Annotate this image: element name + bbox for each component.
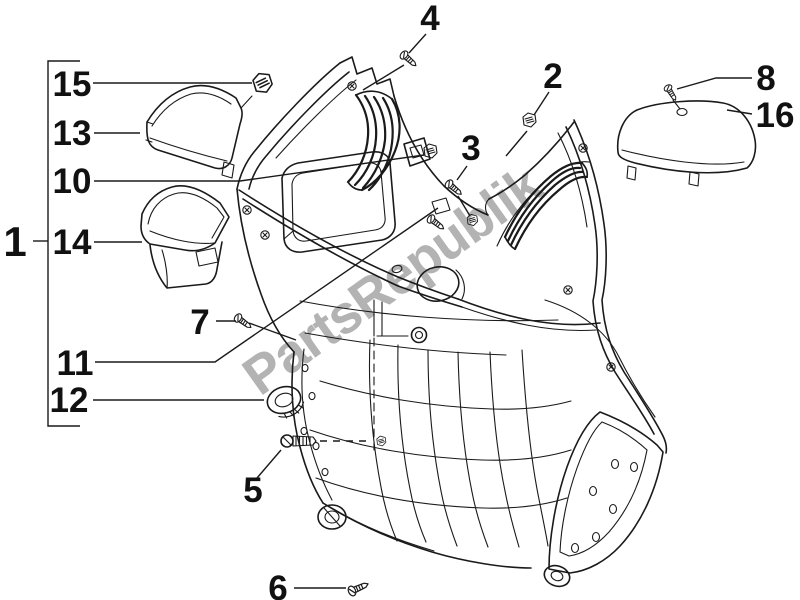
part-14-container — [140, 185, 230, 289]
right-air-grille — [496, 161, 590, 251]
part-12-lock — [266, 385, 305, 419]
left-air-grille — [346, 90, 401, 192]
callout-14: 14 — [53, 223, 92, 262]
right-skirt-panel — [543, 411, 664, 588]
screw-7-icon — [232, 311, 255, 332]
clip-10-icon — [423, 143, 438, 159]
body-screw-boss — [410, 326, 428, 344]
callout-3: 3 — [461, 129, 480, 168]
part-16-cover — [616, 99, 757, 187]
part-13-lid — [145, 84, 243, 179]
callout-11: 11 — [57, 344, 94, 383]
callout-5: 5 — [243, 471, 262, 510]
callout-7: 7 — [190, 303, 209, 342]
clip-2-icon — [522, 112, 537, 128]
leader-lines — [33, 33, 753, 589]
glovebox-aperture — [281, 151, 396, 253]
callout-12: 12 — [50, 381, 89, 420]
callout-13: 13 — [53, 114, 92, 153]
callout-15: 15 — [53, 65, 92, 104]
main-body-drawing — [236, 56, 668, 588]
callout-8: 8 — [756, 59, 775, 98]
callout-2: 2 — [543, 57, 562, 96]
callout-16: 16 — [756, 96, 795, 135]
body-bolt-head — [563, 285, 573, 295]
part-15-clip — [251, 70, 275, 95]
group-1-bracket — [47, 60, 80, 427]
screw-5-nut-clip — [376, 435, 387, 447]
body-bolt-head — [260, 230, 270, 240]
screw-8-icon — [662, 82, 680, 103]
callout-labels: 1 15 13 10 14 11 12 7 5 6 4 2 3 8 16 — [3, 0, 794, 600]
callout-4: 4 — [420, 0, 440, 38]
callout-6: 6 — [268, 569, 287, 600]
callout-10: 10 — [53, 162, 92, 201]
part-5-screw — [280, 434, 317, 448]
apron-wireframe — [309, 339, 572, 548]
callout-1: 1 — [3, 218, 26, 265]
ignition-opening — [416, 266, 460, 302]
body-bolt-head — [242, 205, 252, 215]
screw-6-icon — [346, 578, 371, 598]
